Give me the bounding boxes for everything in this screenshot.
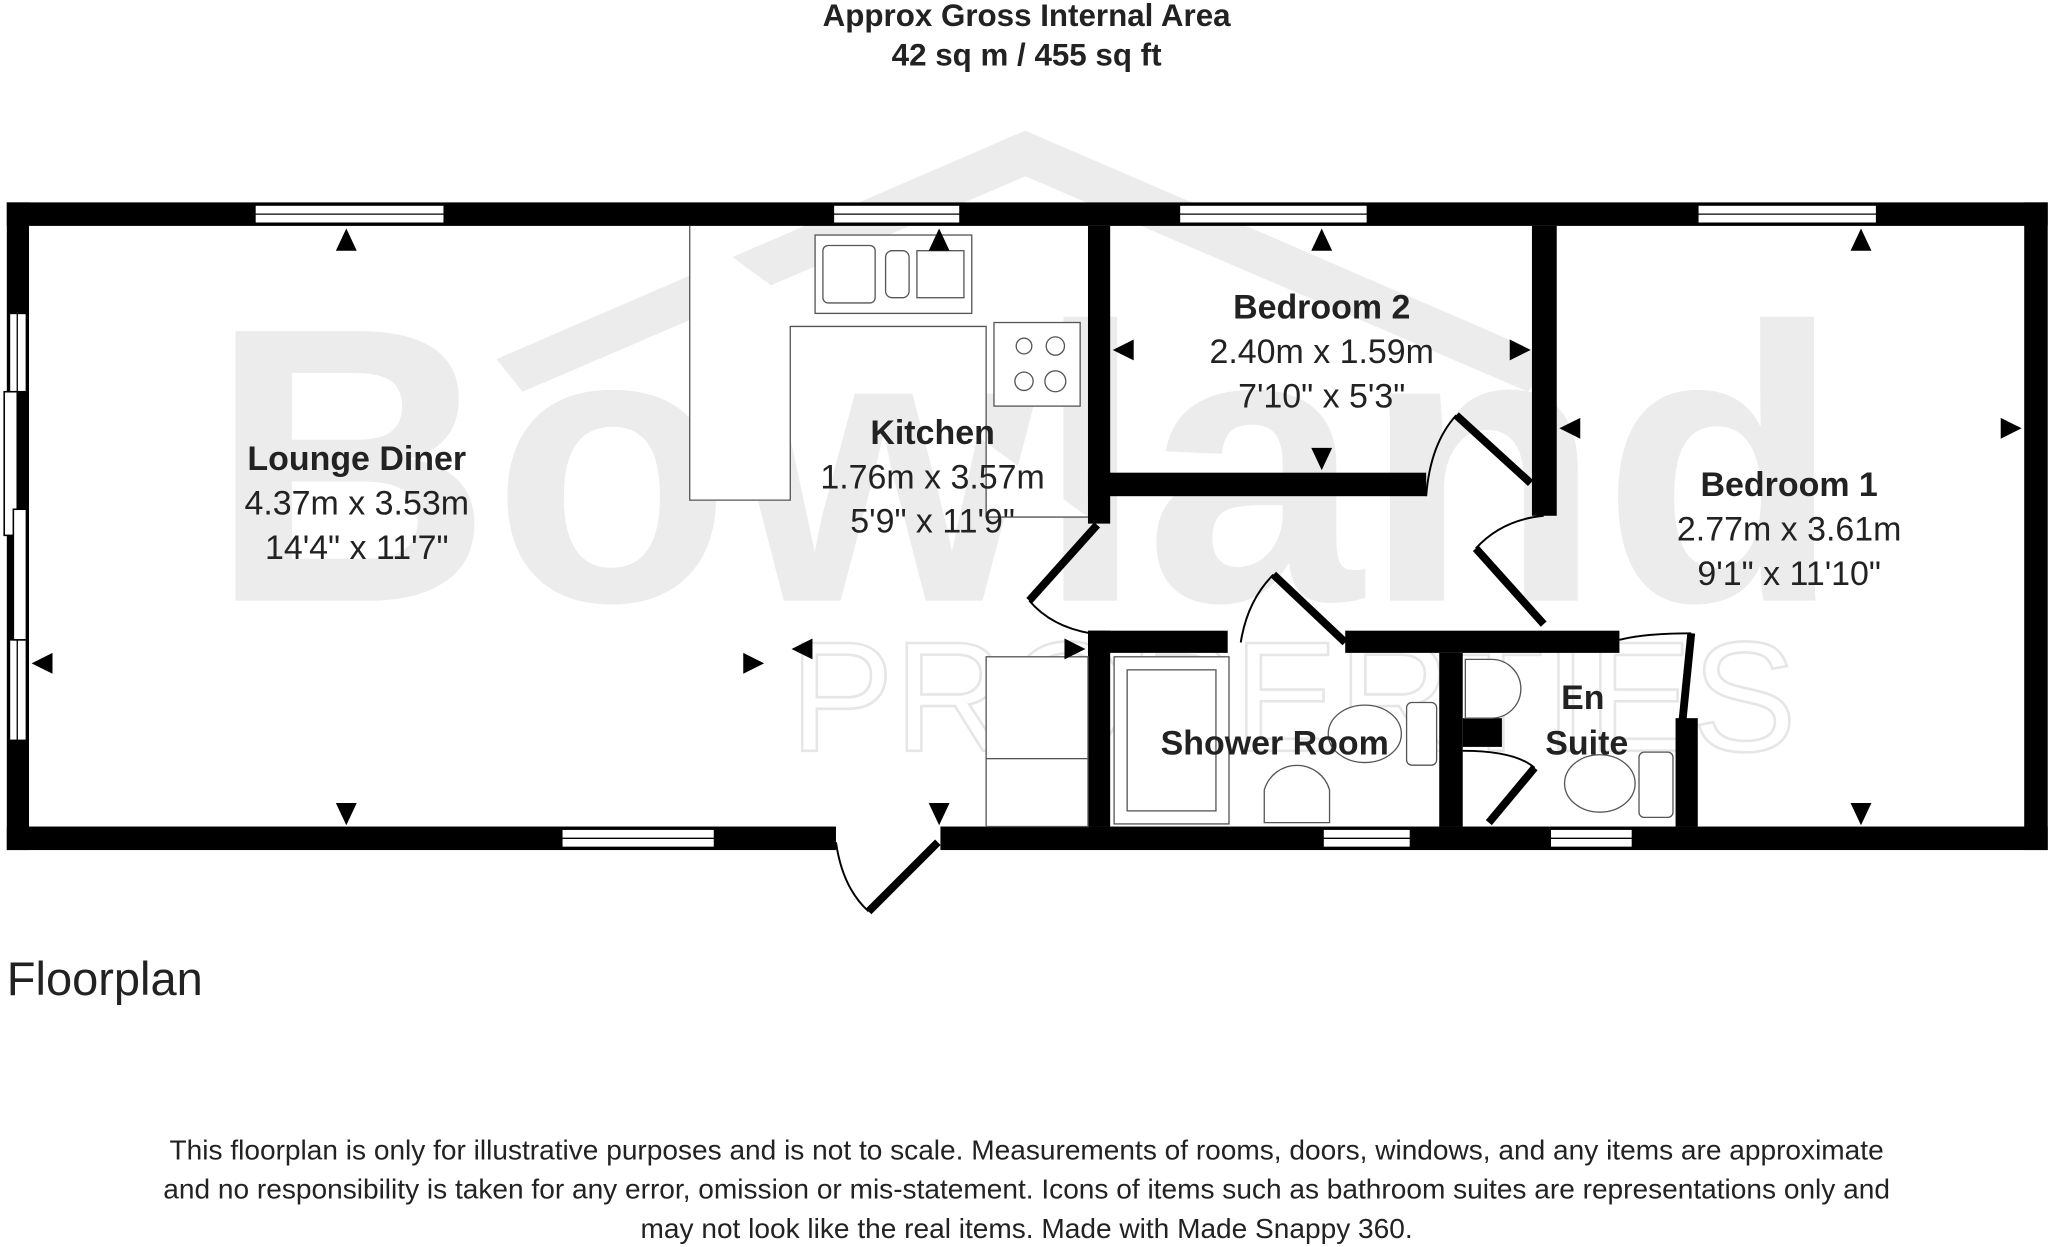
room-metric: 2.40m x 1.59m (1209, 333, 1433, 371)
room-en-suite-line1: En (1561, 679, 1604, 717)
room-metric: 2.77m x 3.61m (1677, 511, 1901, 549)
room-imperial: 9'1" x 11'10" (1697, 555, 1881, 593)
room-bedroom-1: Bedroom 1 2.77m x 3.61m 9'1" x 11'10" (1677, 466, 1901, 593)
kitchen-fixtures (689, 225, 1089, 828)
room-bedroom-2: Bedroom 2 2.40m x 1.59m 7'10" x 5'3" (1209, 289, 1433, 416)
svg-text:may not look like the real ite: may not look like the real items. Made w… (641, 1213, 1413, 1244)
dimension-arrows (31, 228, 2022, 826)
room-name: Bedroom 1 (1701, 466, 1878, 504)
room-imperial: 7'10" x 5'3" (1238, 377, 1405, 415)
area-value: 42 sq m / 455 sq ft (892, 37, 1162, 72)
room-metric: 4.37m x 3.53m (245, 484, 469, 522)
watermark-brand: Bowland (209, 247, 1841, 685)
room-en-suite-line2: Suite (1545, 725, 1628, 763)
doors (835, 412, 1696, 915)
svg-text:and no responsibility is taken: and no responsibility is taken for any e… (163, 1174, 1890, 1205)
area-title: Approx Gross Internal Area (823, 0, 1232, 33)
room-lounge-diner: Lounge Diner 4.37m x 3.53m 14'4" x 11'7" (245, 440, 469, 567)
room-metric: 1.76m x 3.57m (820, 458, 1044, 496)
room-name: Lounge Diner (247, 440, 466, 478)
room-imperial: 14'4" x 11'7" (265, 529, 449, 567)
room-kitchen: Kitchen 1.76m x 3.57m 5'9" x 11'9" (820, 414, 1044, 541)
bathroom-fixtures (1113, 656, 1674, 825)
svg-text:This floorplan is only for ill: This floorplan is only for illustrative … (170, 1135, 1884, 1166)
floor-label: Floorplan (7, 952, 203, 1005)
room-name: Kitchen (870, 414, 994, 452)
windows (3, 204, 1878, 849)
room-name: Bedroom 2 (1233, 289, 1410, 327)
room-imperial: 5'9" x 11'9" (850, 503, 1015, 541)
disclaimer: This floorplan is only for illustrative … (163, 1135, 1890, 1244)
room-shower-room: Shower Room (1161, 725, 1389, 763)
